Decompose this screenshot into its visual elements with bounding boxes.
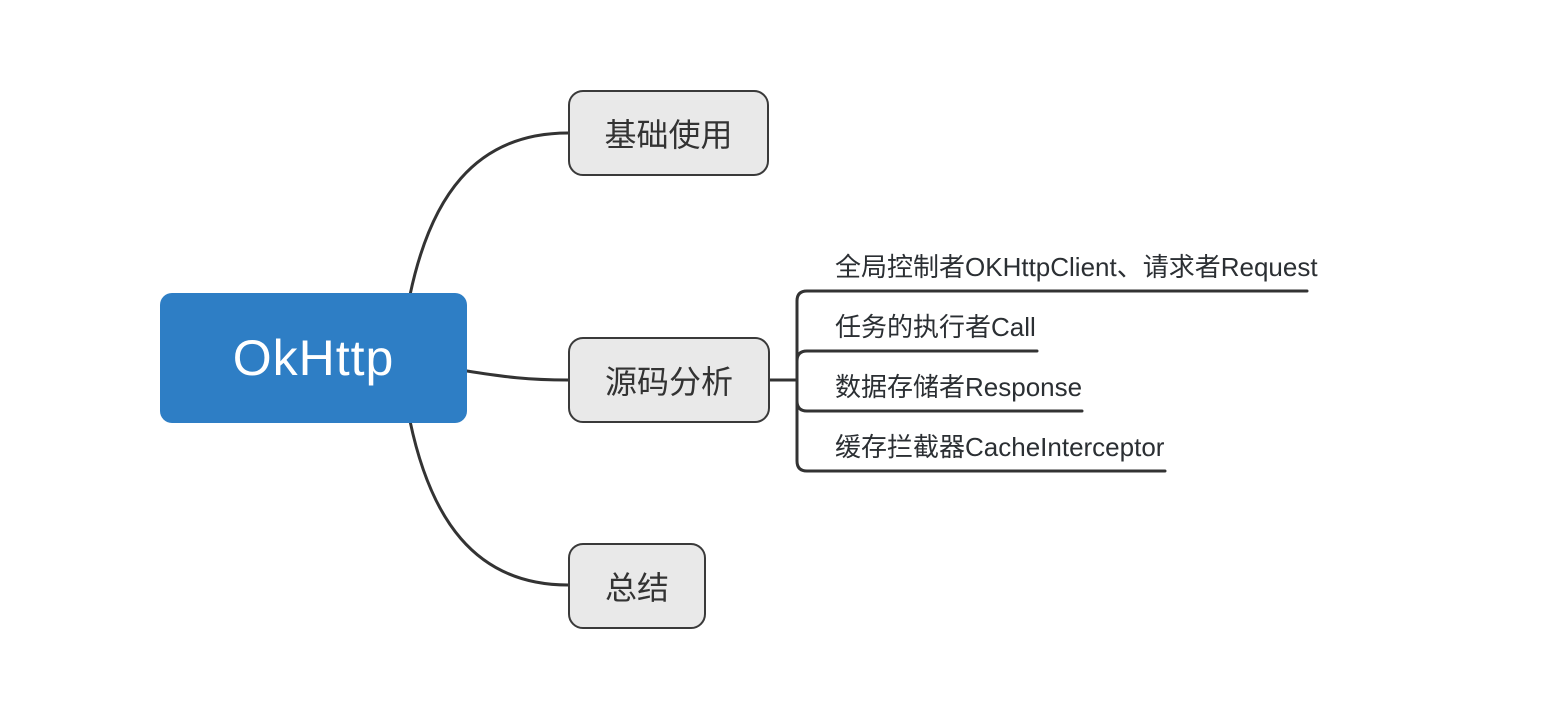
edge-source-to-child-1-with-underline	[768, 289, 1309, 382]
child-topic-call[interactable]: 任务的执行者Call	[835, 312, 1036, 342]
edge-source-to-child-2-with-underline	[768, 349, 1039, 382]
child-topic-response[interactable]: 数据存储者Response	[835, 372, 1083, 402]
edge-root-to-source	[465, 369, 570, 382]
branch-topic-label: 源码分析	[604, 364, 733, 400]
branch-topic-label: 总结	[604, 570, 669, 606]
child-topic-okhttpclient-request[interactable]: 全局控制者OKHttpClient、请求者Request	[835, 252, 1318, 282]
edge-root-to-summary	[408, 419, 570, 587]
edge-source-to-child-4-with-underline	[768, 378, 1167, 473]
branch-topic-source-analysis[interactable]: 源码分析	[568, 337, 770, 423]
root-topic-label: OkHttp	[232, 330, 395, 386]
child-topic-cacheinterceptor[interactable]: 缓存拦截器CacheInterceptor	[835, 432, 1165, 462]
branch-topic-label: 基础使用	[604, 117, 733, 153]
edge-root-to-basic	[408, 131, 570, 297]
branch-topic-basic-usage[interactable]: 基础使用	[568, 90, 769, 176]
branch-topic-summary[interactable]: 总结	[568, 543, 706, 629]
root-topic-okhttp[interactable]: OkHttp	[160, 293, 467, 423]
